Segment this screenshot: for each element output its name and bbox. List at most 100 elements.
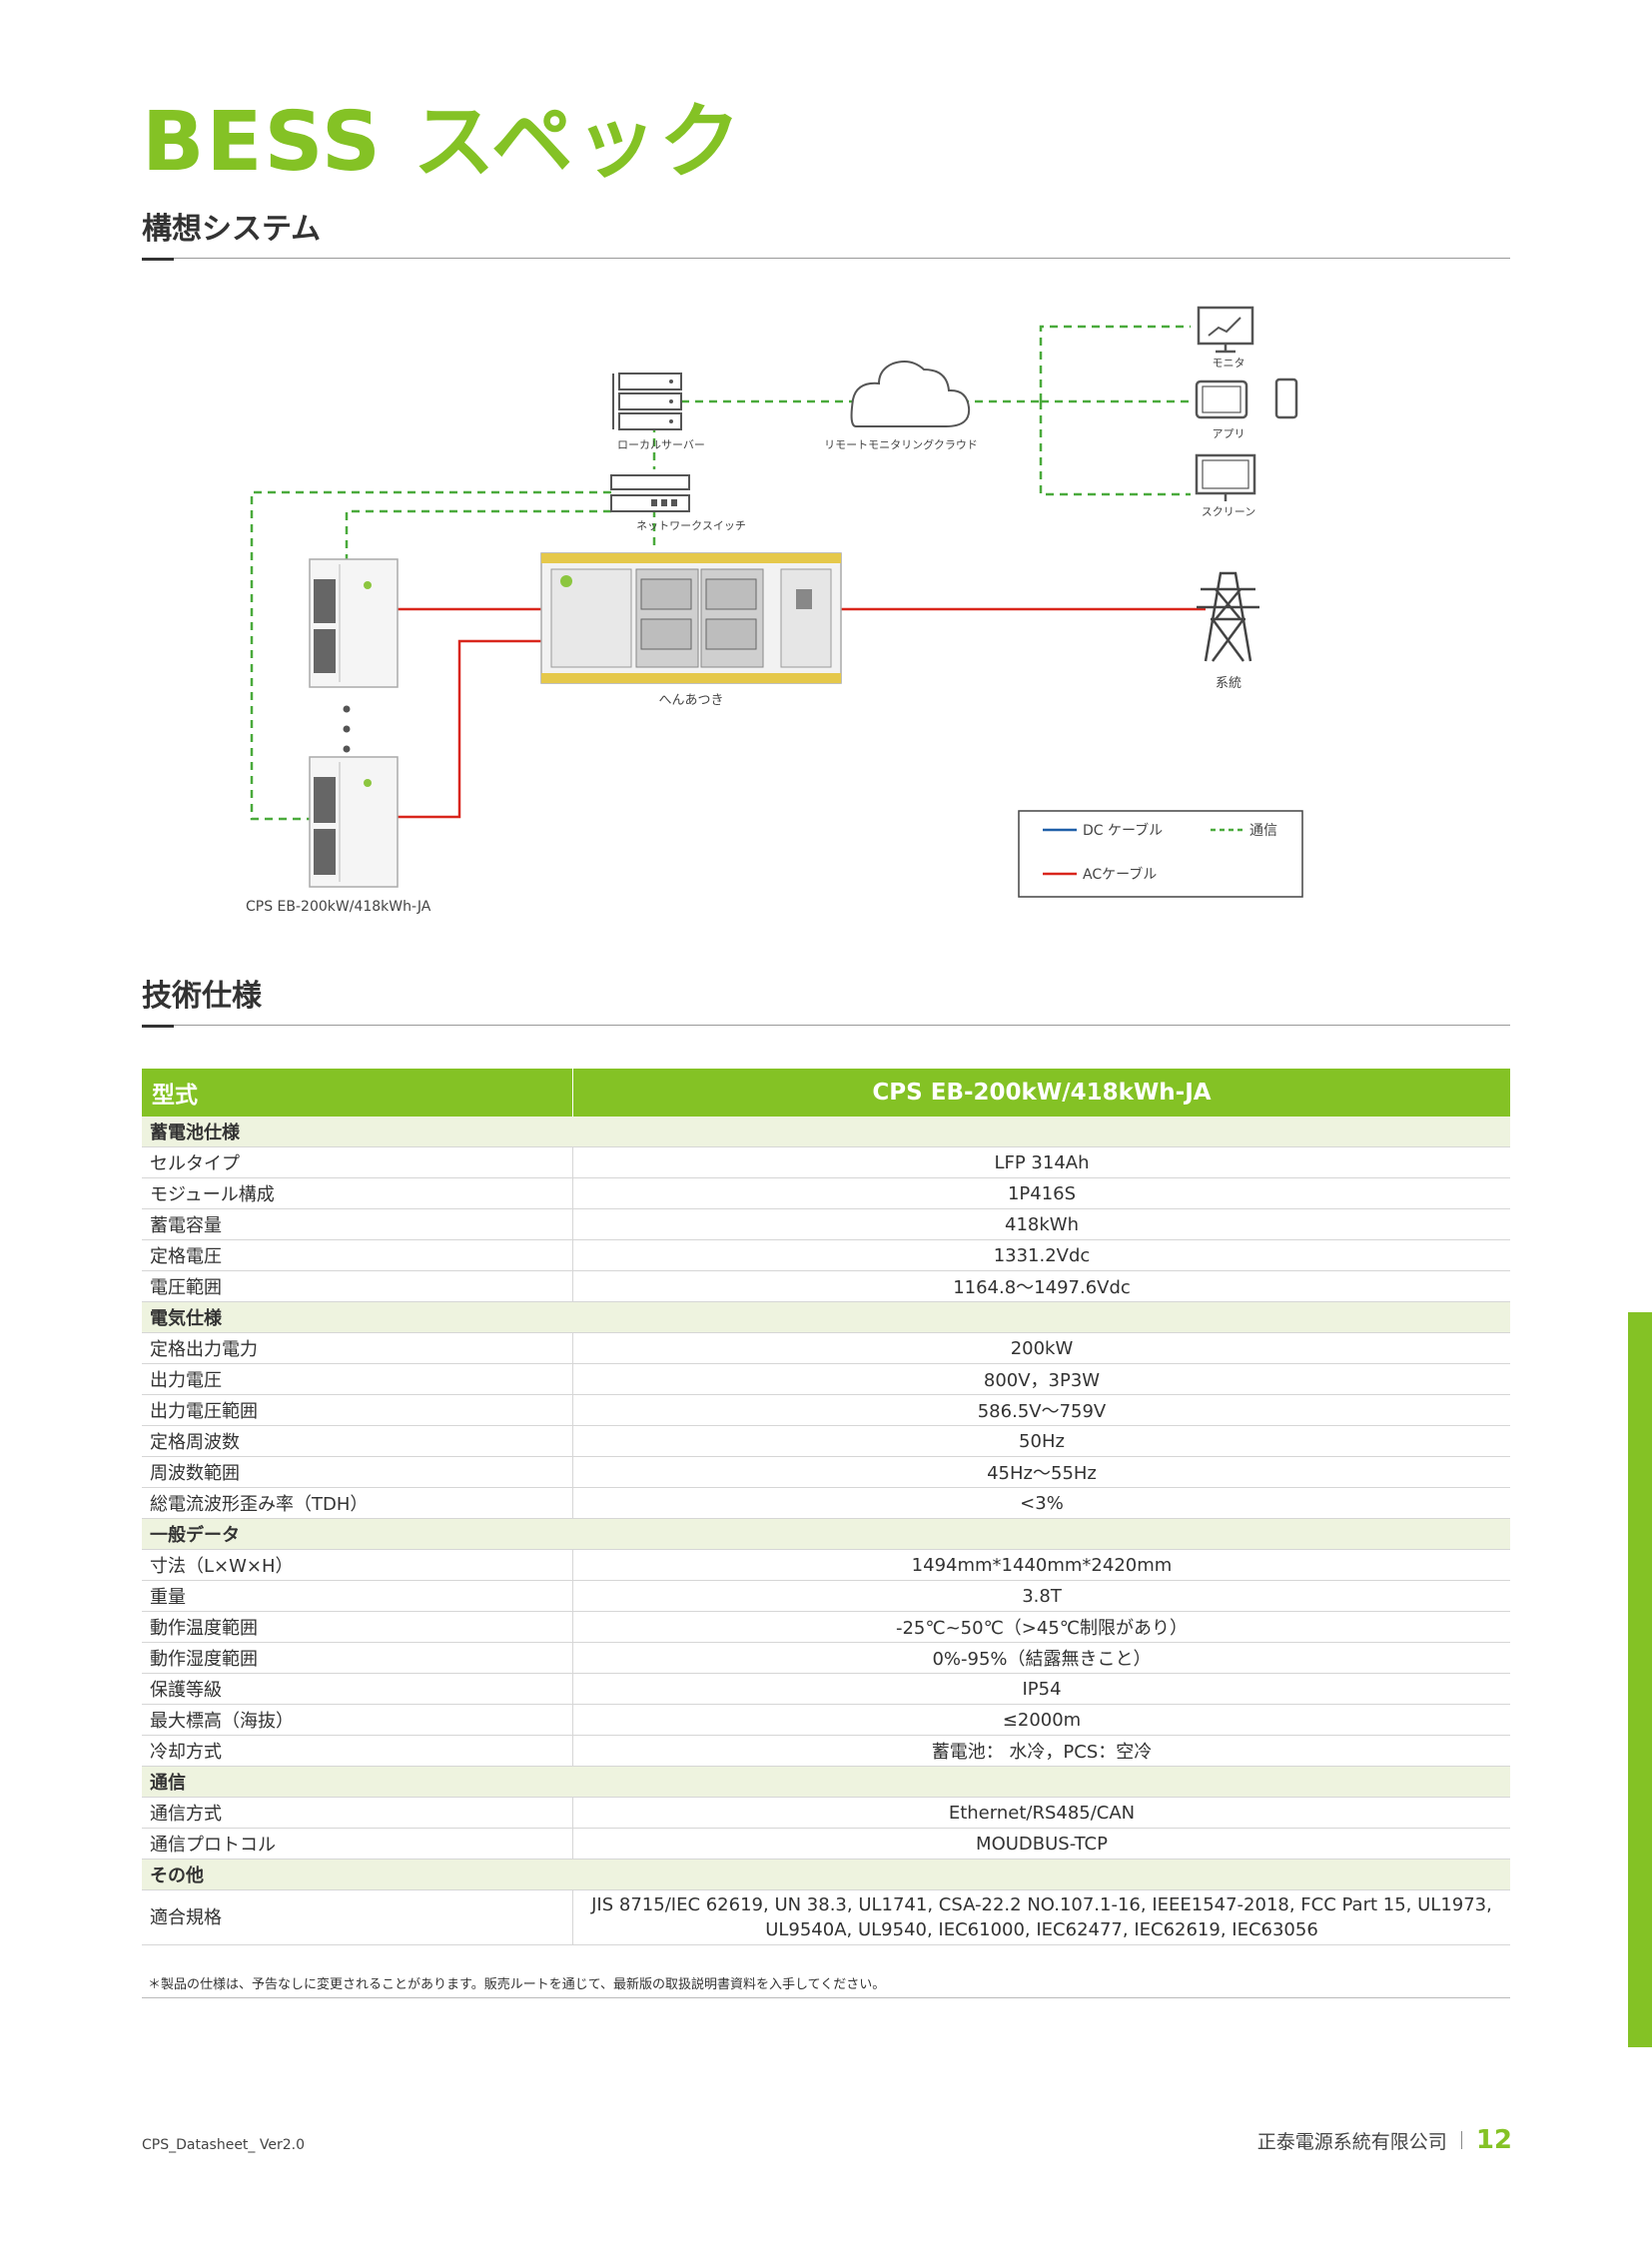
spec-value: 50Hz (572, 1425, 1510, 1457)
header-model: CPS EB-200kW/418kWh-JA (572, 1069, 1510, 1117)
label-local-server: ローカルサーバー (617, 438, 705, 451)
spec-table-header: 型式 CPS EB-200kW/418kWh-JA (142, 1069, 1510, 1117)
section-header-system: 構想システム (142, 210, 1510, 261)
spec-param: モジュール構成 (142, 1177, 573, 1209)
spec-group-title: 一般データ (142, 1518, 1510, 1550)
cabinet-ellipsis (343, 705, 351, 753)
spec-group-row: 一般データ (142, 1518, 1510, 1550)
disclaimer-note: ＊製品の仕様は、予告なしに変更されることがあります。販売ルートを通じて、最新版の… (148, 1977, 886, 1992)
spec-param: セルタイプ (142, 1146, 573, 1178)
legend-comm-label: 通信 (1249, 823, 1277, 839)
label-cabinet-model: CPS EB-200kW/418kWh-JA (246, 899, 431, 915)
system-diagram: ローカルサーバー リモートモニタリングクラウド ネットワークスイッチ モニタ ア… (246, 306, 1303, 915)
spec-param: 周波数範囲 (142, 1456, 573, 1488)
spec-param: 動作湿度範囲 (142, 1642, 573, 1674)
spec-row: 寸法（L×W×H）1494mm*1440mm*2420mm (142, 1549, 1510, 1581)
legend: DC ケーブル 通信 ACケーブル (1018, 810, 1303, 898)
spec-group-row: 蓄電池仕様 (142, 1117, 1510, 1147)
spec-value: IP54 (572, 1673, 1510, 1705)
spec-param: 出力電圧範囲 (142, 1394, 573, 1426)
note-divider (142, 1997, 1510, 1998)
spec-param: 最大標高（海抜） (142, 1704, 573, 1736)
spec-value: JIS 8715/IEC 62619, UN 38.3, UL1741, CSA… (572, 1889, 1510, 1945)
spec-value: 1331.2Vdc (572, 1239, 1510, 1271)
spec-value: 1164.8～1497.6Vdc (572, 1270, 1510, 1302)
spec-value: -25℃~50℃（>45℃制限があり） (572, 1611, 1510, 1643)
spec-param: 定格周波数 (142, 1425, 573, 1457)
spec-row: 冷却方式蓄電池： 水冷，PCS：空冷 (142, 1735, 1510, 1767)
spec-param: 蓄電容量 (142, 1208, 573, 1240)
spec-group-title: 電気仕様 (142, 1301, 1510, 1333)
label-cloud: リモートモニタリングクラウド (824, 437, 978, 451)
spec-value: 1494mm*1440mm*2420mm (572, 1549, 1510, 1581)
spec-param: 保護等級 (142, 1673, 573, 1705)
comm-lines (250, 325, 1191, 821)
spec-value: 1P416S (572, 1177, 1510, 1209)
spec-group-row: その他 (142, 1859, 1510, 1890)
footer-doc-name: CPS_Datasheet_ Ver2.0 (142, 2137, 305, 2153)
spec-param: 通信方式 (142, 1797, 573, 1829)
spec-group-row: 電気仕様 (142, 1301, 1510, 1333)
spec-value: 蓄電池： 水冷，PCS：空冷 (572, 1735, 1510, 1767)
transmission-tower-icon (1197, 571, 1259, 662)
spec-value: 200kW (572, 1332, 1510, 1364)
spec-value: 45Hz～55Hz (572, 1456, 1510, 1488)
spec-param: 総電流波形歪み率（TDH） (142, 1487, 573, 1519)
spec-group-title: 通信 (142, 1766, 1510, 1798)
local-server-icon (612, 373, 682, 430)
spec-param: 定格出力電力 (142, 1332, 573, 1364)
spec-value: ≤2000m (572, 1704, 1510, 1736)
pcs-container-image (540, 552, 842, 684)
spec-group-title: 蓄電池仕様 (142, 1117, 1510, 1147)
ac-lines (397, 607, 1206, 819)
section-title-specs: 技術仕様 (142, 979, 262, 1014)
header-param: 型式 (142, 1069, 573, 1117)
page-title: BESS スペック (142, 95, 743, 190)
screen-icon (1195, 453, 1256, 501)
network-switch-icon (610, 474, 690, 512)
battery-cabinet-top (309, 558, 399, 688)
app-icon (1195, 377, 1298, 419)
spec-row: 総電流波形歪み率（TDH）<3% (142, 1487, 1510, 1519)
spec-param: 重量 (142, 1580, 573, 1612)
label-pcs: へんあつき (658, 693, 723, 708)
cloud-icon (850, 361, 971, 427)
footer-right: 正泰電源系統有限公司 12 (1257, 2125, 1512, 2155)
side-accent-bar (1628, 1312, 1652, 2047)
spec-row: 最大標高（海抜）≤2000m (142, 1704, 1510, 1736)
spec-value: 800V，3P3W (572, 1363, 1510, 1395)
section-header-specs: 技術仕様 (142, 977, 1510, 1028)
label-monitor: モニタ (1213, 357, 1245, 370)
legend-dc-label: DC ケーブル (1083, 822, 1163, 839)
spec-value: 418kWh (572, 1208, 1510, 1240)
label-screen: スクリーン (1202, 505, 1255, 518)
spec-value: 0%-95%（結露無きこと） (572, 1642, 1510, 1674)
spec-value: Ethernet/RS485/CAN (572, 1797, 1510, 1829)
spec-param: 通信プロトコル (142, 1828, 573, 1860)
spec-value: MOUDBUS-TCP (572, 1828, 1510, 1860)
legend-ac-label: ACケーブル (1083, 866, 1157, 883)
page-number: 12 (1475, 2125, 1512, 2155)
spec-value: 3.8T (572, 1580, 1510, 1612)
label-network-switch: ネットワークスイッチ (636, 519, 746, 532)
spec-group-row: 通信 (142, 1766, 1510, 1798)
label-app: アプリ (1213, 427, 1245, 440)
label-grid: 系統 (1216, 676, 1241, 691)
section-underline-mark (142, 258, 174, 261)
spec-param: 出力電圧 (142, 1363, 573, 1395)
